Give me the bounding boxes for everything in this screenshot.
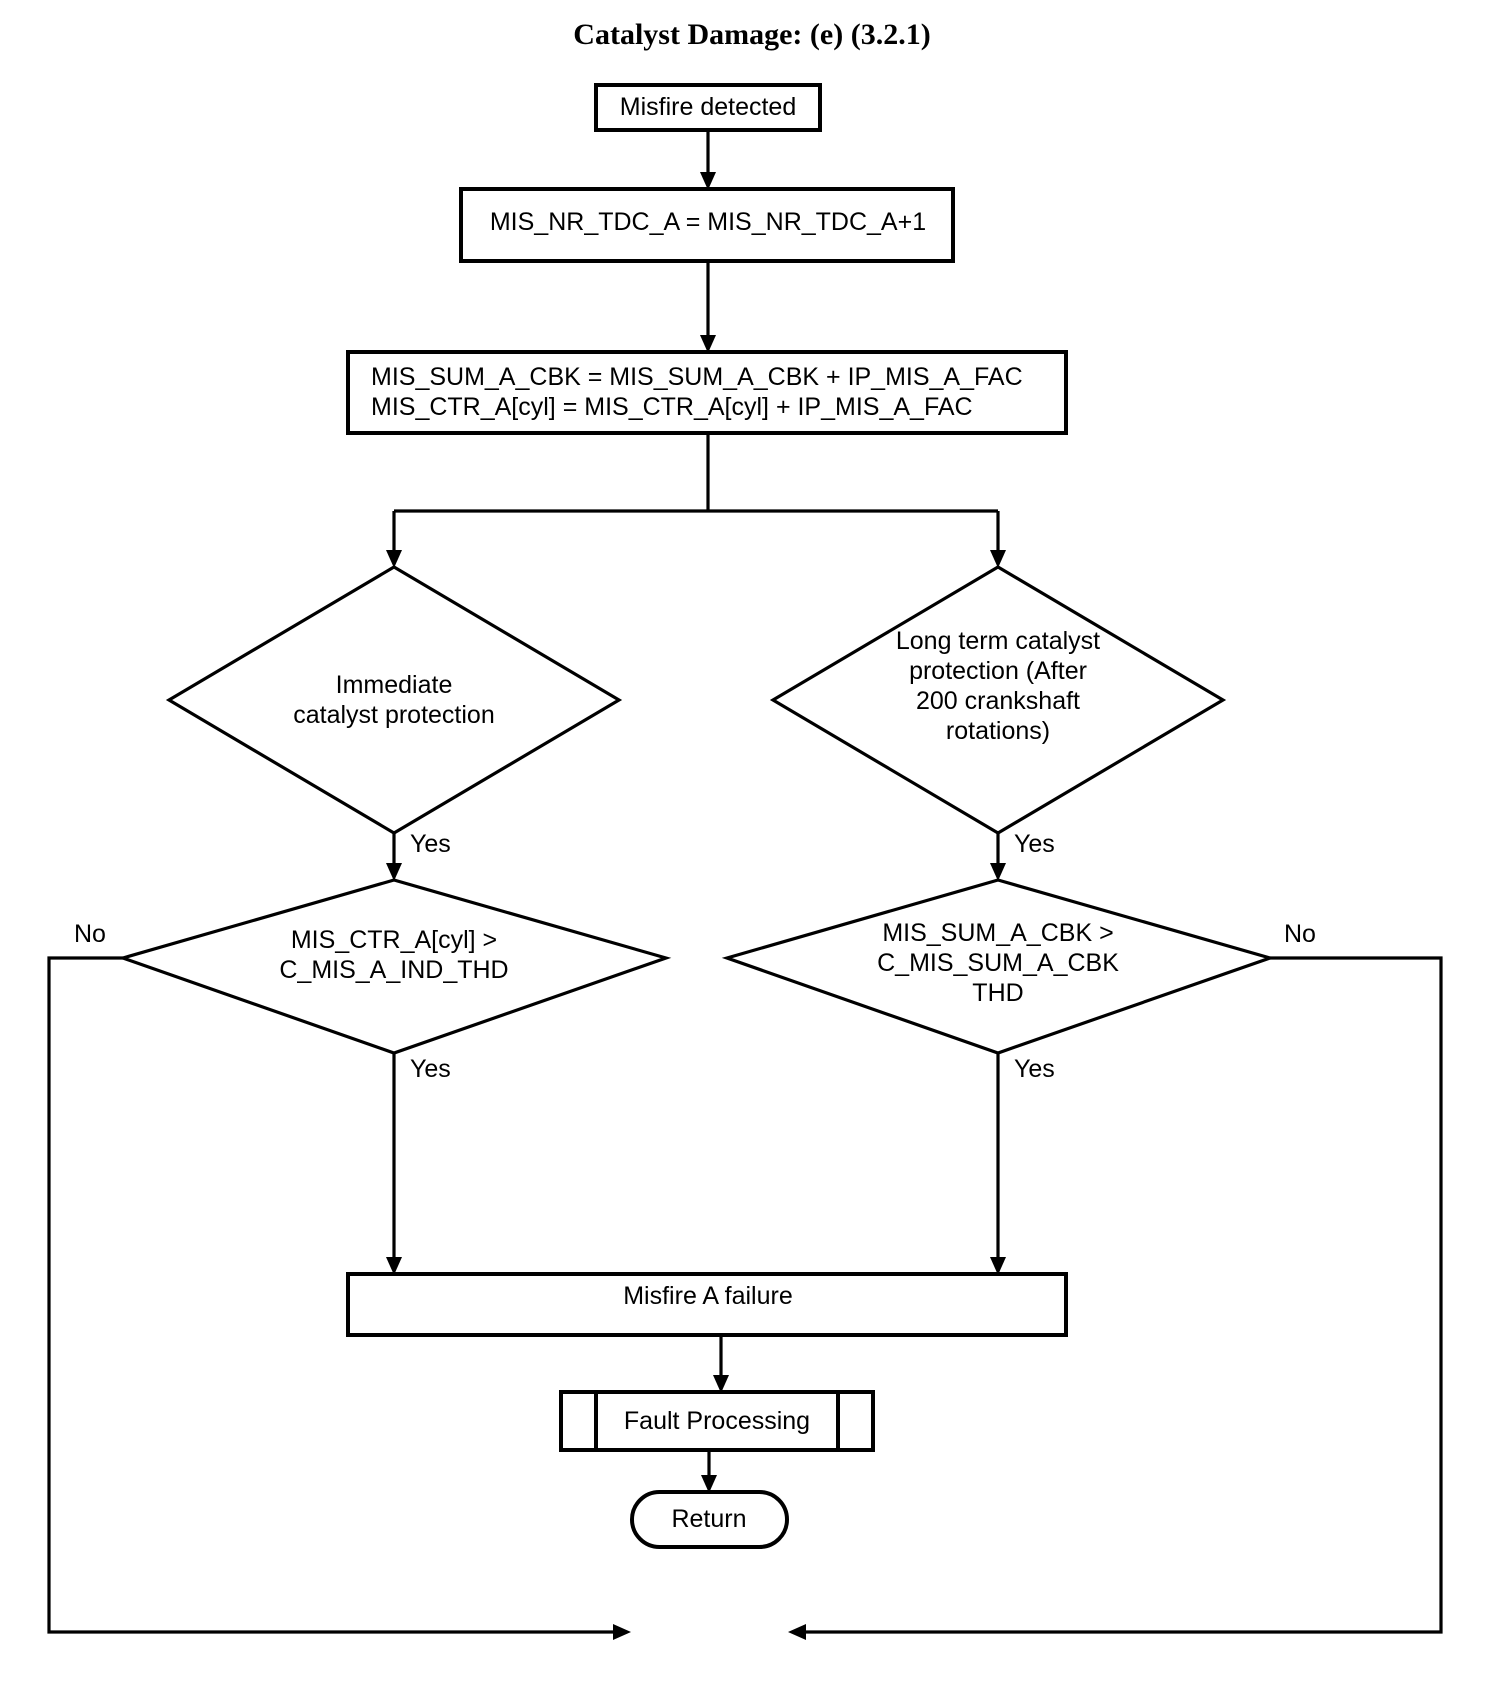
arrowhead-ctr-yes-to-failure — [386, 1257, 402, 1275]
edge-ctr-no-to-return — [47, 956, 620, 1634]
arrowhead-ctr-no-to-return — [613, 1624, 631, 1640]
node-start-shape[interactable] — [594, 83, 822, 132]
node-accumulate-shape[interactable] — [346, 350, 1068, 435]
arrowhead-start-to-increment — [700, 172, 716, 190]
node-return-shape[interactable] — [630, 1490, 789, 1549]
edge-label-long-term-yes: Yes — [1014, 830, 1055, 858]
arrowhead-long-term-yes — [990, 863, 1006, 881]
page-title: Catalyst Damage: (e) (3.2.1) — [573, 18, 931, 51]
arrowhead-increment-to-accumulate — [700, 335, 716, 353]
edge-label-ctr-yes: Yes — [410, 1055, 451, 1083]
arrowhead-immediate-yes — [386, 863, 402, 881]
node-sum-threshold-shape[interactable] — [721, 878, 1276, 1055]
arrowhead-sum-no-to-return — [788, 1624, 806, 1640]
node-immediate-protection-shape[interactable] — [165, 565, 623, 835]
arrowhead-bus-to-long-term — [990, 550, 1006, 568]
arrowhead-fault-processing-to-return — [701, 1475, 717, 1493]
node-ctr-threshold-shape[interactable] — [117, 878, 672, 1055]
node-failure-shape[interactable] — [346, 1272, 1068, 1337]
edge-label-sum-no: No — [1284, 920, 1316, 948]
edge-label-ctr-no: No — [74, 920, 106, 948]
node-increment-shape[interactable] — [459, 187, 955, 263]
edge-label-immediate-yes: Yes — [410, 830, 451, 858]
arrowhead-failure-to-fault-processing — [713, 1375, 729, 1393]
node-long-term-protection-shape[interactable] — [769, 565, 1227, 835]
edge-sum-no-to-return — [799, 956, 1443, 1634]
arrowhead-bus-to-immediate — [386, 550, 402, 568]
node-fault-processing-shape[interactable] — [559, 1390, 875, 1452]
arrowhead-sum-yes-to-failure — [990, 1257, 1006, 1275]
edge-label-sum-yes: Yes — [1014, 1055, 1055, 1083]
